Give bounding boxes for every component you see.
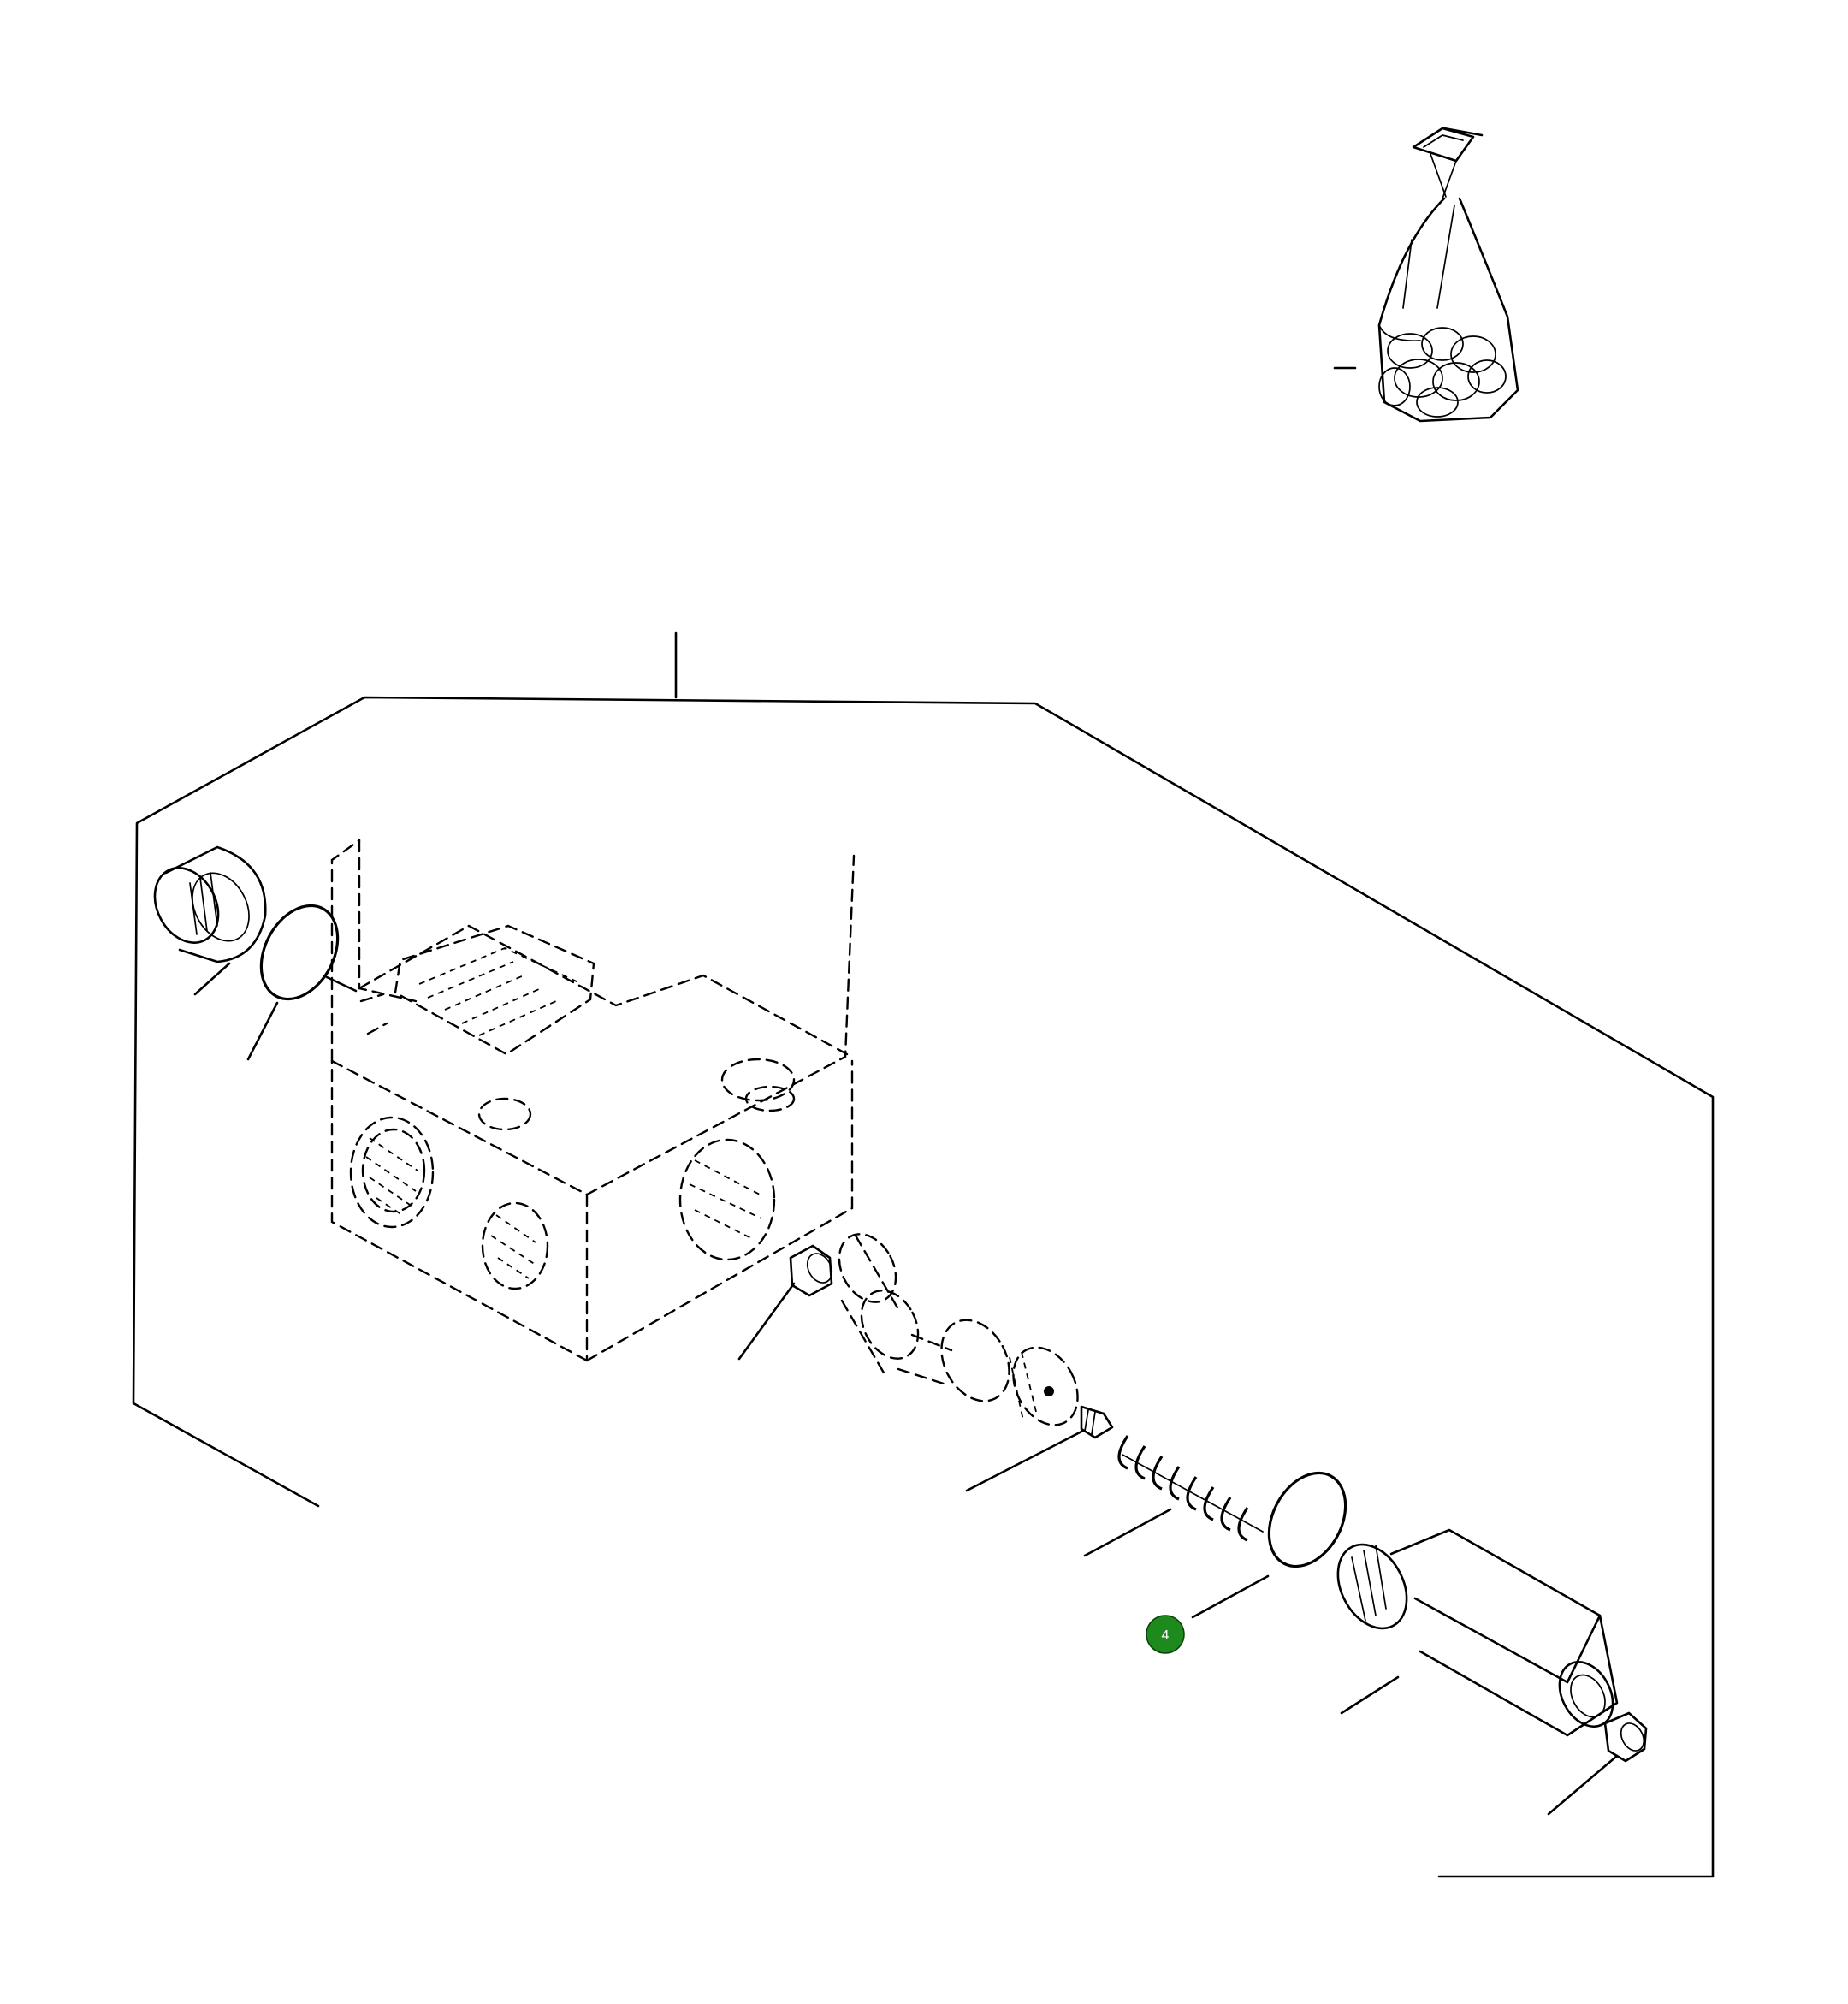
end-screw	[1603, 1711, 1648, 1763]
spool	[838, 1233, 1079, 1426]
spring	[1117, 1435, 1264, 1542]
poppet-pin	[1080, 1405, 1114, 1439]
small-plug	[789, 1244, 833, 1297]
callout-4-label: 4	[1162, 1628, 1170, 1643]
callout-4-marker[interactable]	[1146, 1615, 1185, 1654]
o-ring-right	[1267, 1471, 1348, 1568]
threaded-plug	[153, 845, 267, 963]
valve-block	[330, 839, 856, 1362]
assembly-bracket	[132, 631, 1715, 1878]
callout-4[interactable]: 4	[1146, 1615, 1185, 1654]
valve-cap	[1336, 1528, 1619, 1737]
leader-lines	[193, 962, 1619, 1816]
seal-kit-bag	[1333, 127, 1519, 423]
o-ring-left	[259, 904, 340, 1001]
